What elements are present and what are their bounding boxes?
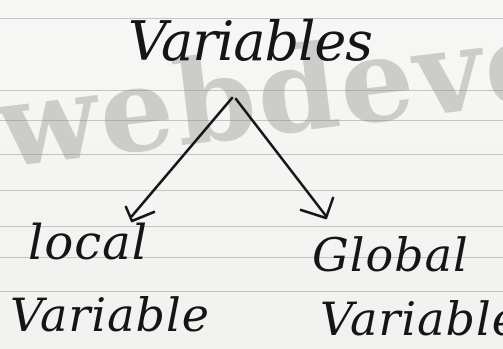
- root-node-label: Variables: [128, 10, 373, 73]
- arrow-to-local-variable: [130, 96, 234, 218]
- global-node-label-line1: Global: [312, 228, 469, 282]
- ruled-line: [0, 90, 503, 91]
- ruled-line: [0, 18, 503, 19]
- ruled-line: [0, 291, 503, 292]
- local-node-label-line1: local: [28, 215, 149, 271]
- ruled-line: [0, 154, 503, 155]
- arrowhead-global: [299, 196, 335, 220]
- arrow-to-global-variable: [234, 97, 328, 218]
- global-node-label-line2: Variable: [320, 292, 503, 346]
- local-node-label-line2: Variable: [10, 288, 210, 342]
- ruled-line: [0, 190, 503, 191]
- ruled-line: [0, 226, 503, 227]
- ruled-line: [0, 257, 503, 258]
- arrowhead-local: [124, 205, 156, 223]
